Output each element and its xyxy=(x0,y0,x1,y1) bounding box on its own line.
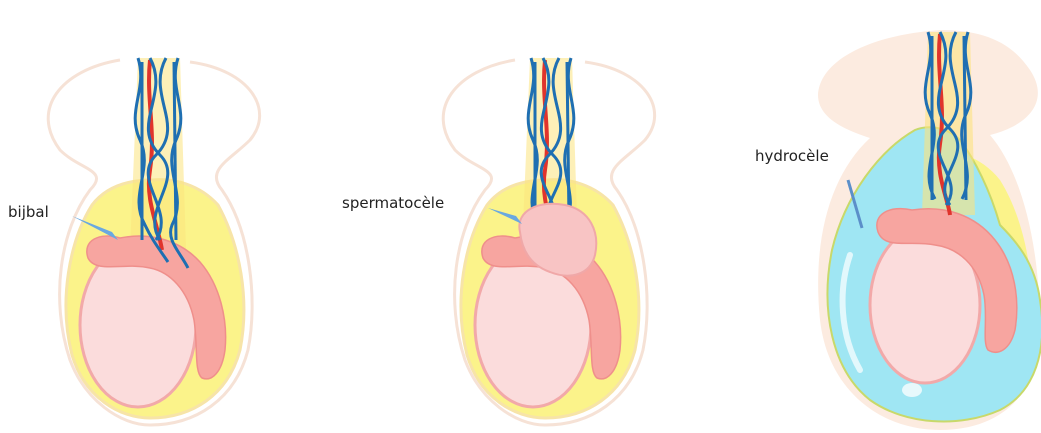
label-hydrocele: hydrocèle xyxy=(755,147,829,165)
spermatocele-panel xyxy=(443,58,654,425)
label-epididymis: bijbal xyxy=(8,203,49,221)
normal-testis-panel xyxy=(48,58,259,425)
fluid-bubble xyxy=(902,383,922,397)
label-spermatocele: spermatocèle xyxy=(342,194,444,212)
hydrocele-panel xyxy=(818,30,1041,430)
